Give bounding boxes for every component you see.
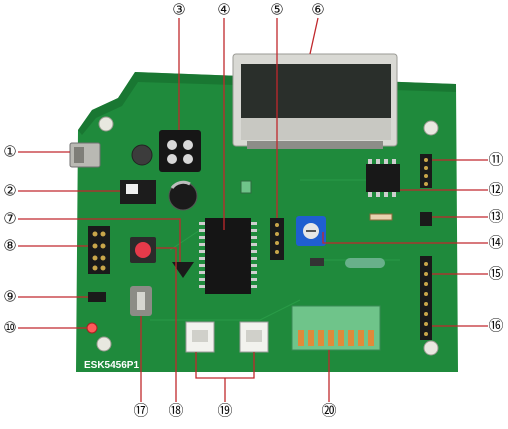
callout-7: ⑦	[3, 210, 16, 228]
mounting-hole-top-left	[98, 116, 114, 132]
lcd-pin-header	[270, 218, 284, 260]
mounting-hole-bottom-right	[423, 340, 439, 356]
callout-11: ⑪	[488, 151, 503, 169]
eeprom-chip	[366, 159, 400, 197]
terminal-block	[291, 305, 381, 351]
callout-19: ⑲	[217, 402, 232, 420]
callout-labels: ① ② ③ ④ ⑤ ⑥ ⑦ ⑧ ⑨ ⑩ ⑪ ⑫ ⑬ ⑭ ⑮ ⑯ ⑰ ⑱ ⑲ ⑳	[3, 1, 503, 420]
diode	[369, 213, 393, 221]
callout-16: ⑯	[488, 317, 503, 335]
jumper-pair	[420, 212, 432, 226]
power-connector	[159, 130, 201, 172]
callout-17: ⑰	[133, 402, 148, 420]
lcd-module	[232, 53, 398, 149]
callout-14: ⑭	[488, 234, 503, 252]
callout-6: ⑥	[311, 1, 324, 19]
left-pin-connector	[88, 226, 110, 274]
power-led	[86, 322, 98, 334]
smd-component	[310, 258, 324, 266]
transistor	[172, 262, 194, 278]
jumper-block	[88, 292, 106, 302]
sensor-connector-right	[239, 321, 269, 353]
callout-4: ④	[217, 1, 230, 19]
toggle-switch	[130, 286, 152, 316]
potentiometer	[296, 216, 326, 246]
dc-power-jack	[69, 142, 101, 168]
electrolytic-capacitor	[168, 180, 198, 211]
callout-5: ⑤	[270, 1, 283, 19]
microcontroller-chip	[199, 218, 257, 294]
callout-12: ⑫	[488, 181, 503, 199]
leader-lines	[18, 17, 488, 402]
callout-2: ②	[3, 182, 16, 200]
callout-13: ⑬	[488, 208, 503, 226]
callout-9: ⑨	[3, 288, 16, 306]
reset-push-button	[130, 237, 156, 263]
callout-15: ⑮	[488, 265, 503, 283]
callout-1: ①	[3, 143, 16, 161]
callout-18: ⑱	[168, 402, 183, 420]
callout-10: ⑩	[3, 319, 16, 337]
resistor-axial	[345, 258, 385, 268]
right-top-pin-header	[420, 154, 432, 188]
callout-20: ⑳	[321, 402, 336, 420]
buzzer	[131, 144, 153, 166]
board-silkscreen-label: ESK5456P1	[84, 360, 139, 371]
mounting-hole-bottom-left	[96, 336, 112, 352]
callout-3: ③	[172, 1, 185, 19]
mounting-hole-top-right	[423, 120, 439, 136]
callout-8: ⑧	[3, 237, 16, 255]
voltage-regulator	[120, 180, 156, 204]
sensor-connector-left	[185, 321, 215, 353]
right-long-pin-header	[420, 256, 432, 340]
jumper-small	[240, 180, 252, 194]
